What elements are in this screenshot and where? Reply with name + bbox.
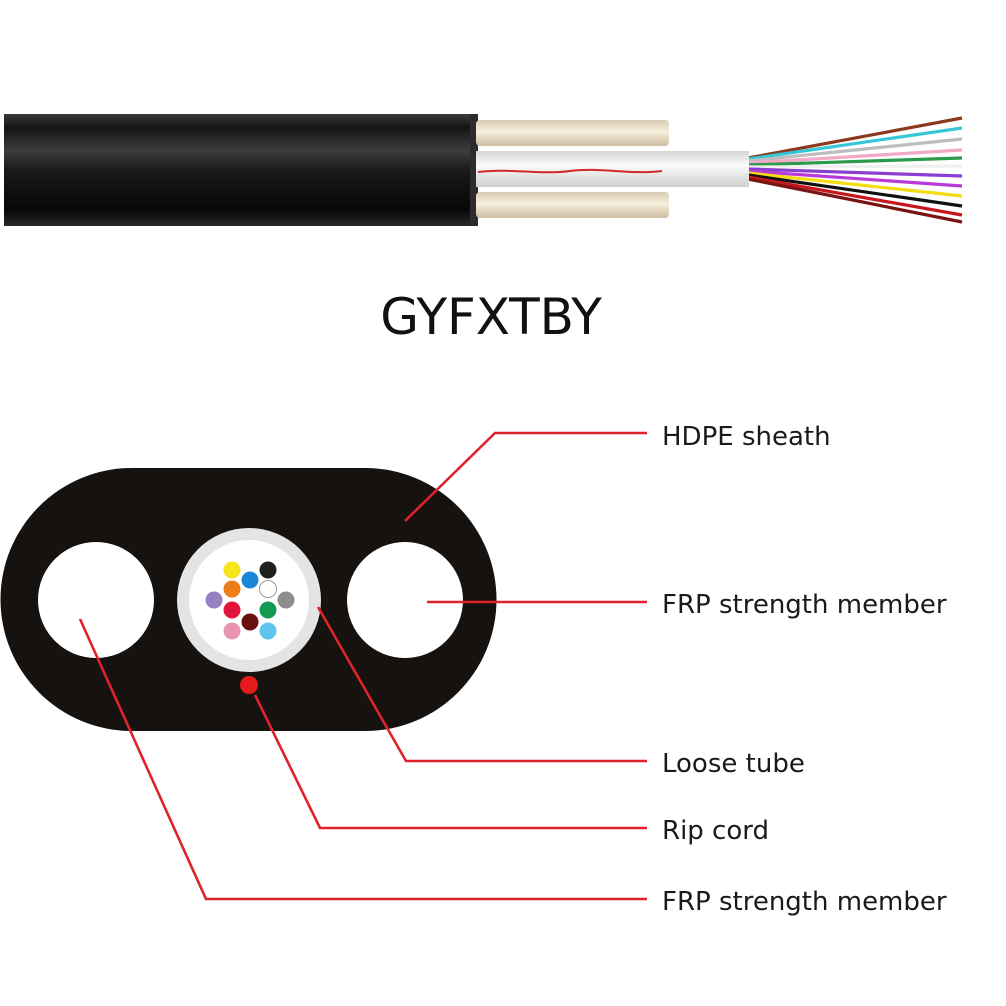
fiber-core xyxy=(223,580,241,598)
frp-rod-bottom xyxy=(476,192,669,218)
fiber-core xyxy=(241,613,259,631)
fiber-core xyxy=(259,580,277,598)
callout-labels: HDPE sheath FRP strength member Loose tu… xyxy=(662,422,947,917)
fiber-core xyxy=(259,622,277,640)
rip-cord-side xyxy=(477,168,663,174)
fiber-core xyxy=(223,622,241,640)
frp-strength-member-right xyxy=(347,542,463,658)
leader-frp-left xyxy=(78,618,647,901)
cable-model-title: GYFXTBY xyxy=(380,288,602,346)
cross-section xyxy=(0,468,497,731)
rip-cord-dot xyxy=(240,676,258,694)
label-hdpe-sheath: HDPE sheath xyxy=(662,422,831,452)
fiber-core xyxy=(205,591,223,609)
frp-rod-top xyxy=(476,120,669,146)
fiber-core xyxy=(259,561,277,579)
fiber-core xyxy=(259,601,277,619)
loose-tube-inner xyxy=(189,540,309,660)
label-frp-right: FRP strength member xyxy=(662,590,947,620)
cable-side-view xyxy=(4,114,963,226)
loose-tube-side xyxy=(476,151,749,187)
fiber-fan xyxy=(747,116,963,224)
fiber-core xyxy=(277,591,295,609)
fiber-core xyxy=(223,561,241,579)
leader-hdpe-sheath xyxy=(404,431,647,522)
fiber-core xyxy=(241,571,259,589)
label-loose-tube: Loose tube xyxy=(662,749,805,779)
leader-rip-cord xyxy=(253,694,647,830)
label-rip-cord: Rip cord xyxy=(662,816,769,846)
frp-strength-member-left xyxy=(38,542,154,658)
callout-leaders xyxy=(78,431,647,901)
fiber-core xyxy=(223,601,241,619)
label-frp-left: FRP strength member xyxy=(662,887,947,917)
fiber-bundle xyxy=(205,561,295,640)
cable-outer-sheath xyxy=(4,114,476,226)
leader-loose-tube xyxy=(316,606,647,763)
